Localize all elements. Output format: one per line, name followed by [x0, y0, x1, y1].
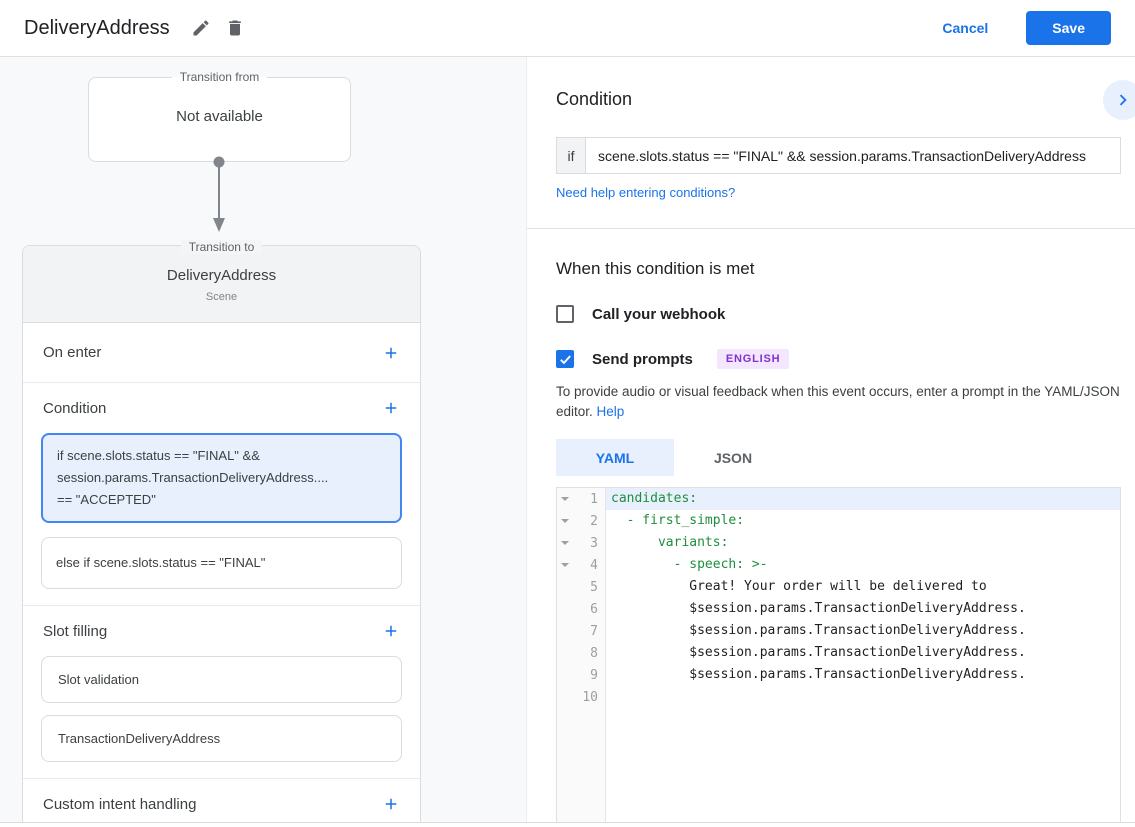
- line-number: 4: [590, 557, 598, 573]
- fold-arrow-icon[interactable]: [557, 559, 573, 571]
- condition-expression-input[interactable]: scene.slots.status == "FINAL" && session…: [585, 137, 1121, 174]
- condition-item-selected[interactable]: if scene.slots.status == "FINAL" && sess…: [41, 433, 402, 523]
- code-line[interactable]: Great! Your order will be delivered to: [611, 579, 987, 594]
- transition-from-value: Not available: [176, 108, 263, 125]
- transition-to-card: DeliveryAddress Scene On enter Condition: [22, 245, 421, 822]
- code-line[interactable]: - first_simple:: [611, 513, 745, 528]
- editor-gutter: 1 2 3 4 5 6 7 8 9 10: [557, 488, 606, 822]
- code-line[interactable]: $session.params.TransactionDeliveryAddre…: [611, 645, 1026, 660]
- when-met-heading: When this condition is met: [556, 259, 755, 278]
- plus-icon: [382, 344, 400, 362]
- plus-icon: [382, 795, 400, 813]
- add-slot-button[interactable]: [382, 622, 400, 640]
- slot-filling-label: Slot filling: [43, 622, 108, 640]
- send-prompts-label: Send prompts: [592, 350, 693, 368]
- code-line[interactable]: - speech: >-: [611, 557, 768, 572]
- scene-card-header: DeliveryAddress Scene: [23, 246, 420, 323]
- chevron-right-icon: [1112, 89, 1134, 111]
- page-title: DeliveryAddress: [24, 16, 170, 39]
- plus-icon: [382, 622, 400, 640]
- condition-section: Condition if scene.slots.status == "FINA…: [23, 383, 420, 606]
- fold-arrow-icon[interactable]: [557, 493, 573, 505]
- custom-intent-row: Custom intent handling: [23, 779, 420, 822]
- save-button[interactable]: Save: [1026, 11, 1111, 45]
- check-icon: [558, 352, 573, 367]
- cancel-button[interactable]: Cancel: [942, 20, 989, 36]
- editor-tabs: YAML JSON: [556, 439, 1121, 476]
- line-number: 1: [590, 491, 598, 507]
- slot-validation-item[interactable]: Slot validation: [41, 656, 402, 703]
- scene-name: DeliveryAddress: [166, 267, 277, 284]
- call-webhook-checkbox[interactable]: [556, 305, 574, 323]
- call-webhook-label: Call your webhook: [592, 305, 726, 323]
- send-prompts-checkbox[interactable]: [556, 350, 574, 368]
- code-line[interactable]: $session.params.TransactionDeliveryAddre…: [611, 601, 1026, 616]
- transition-from-box: Transition from Not available: [88, 70, 351, 162]
- code-line[interactable]: $session.params.TransactionDeliveryAddre…: [611, 623, 1026, 638]
- slot-filling-section: Slot filling Slot validation Transaction…: [23, 606, 420, 779]
- trash-icon: [225, 18, 245, 38]
- condition-heading: Condition: [556, 89, 633, 109]
- editor-code-area[interactable]: candidates: - first_simple: variants: - …: [606, 488, 1120, 822]
- line-number: 6: [590, 601, 598, 617]
- line-number: 8: [590, 645, 598, 661]
- fold-arrow-icon[interactable]: [557, 515, 573, 527]
- flow-panel: Transition from Not available Transition…: [0, 57, 527, 822]
- condition-help-link[interactable]: Need help entering conditions?: [556, 185, 736, 200]
- condition-item-else[interactable]: else if scene.slots.status == "FINAL": [41, 537, 402, 589]
- tab-json[interactable]: JSON: [713, 449, 753, 466]
- scene-type-label: Scene: [205, 291, 238, 303]
- slot-item[interactable]: TransactionDeliveryAddress: [41, 715, 402, 762]
- condition-section-label: Condition: [43, 399, 107, 417]
- line-number: 9: [590, 667, 598, 683]
- add-on-enter-button[interactable]: [382, 344, 400, 362]
- send-prompts-row: Send prompts ENGLISH: [556, 349, 1121, 369]
- code-line[interactable]: candidates:: [606, 488, 1120, 510]
- collapse-panel-button[interactable]: [1103, 80, 1135, 120]
- on-enter-label: On enter: [43, 344, 102, 361]
- language-badge: ENGLISH: [716, 349, 790, 369]
- prompts-help-link[interactable]: Help: [596, 404, 625, 419]
- delete-scene-button[interactable]: [218, 11, 252, 45]
- bottom-divider: [0, 822, 1135, 823]
- line-number: 7: [590, 623, 598, 639]
- fold-arrow-icon[interactable]: [557, 537, 573, 549]
- code-line[interactable]: $session.params.TransactionDeliveryAddre…: [611, 667, 1026, 682]
- edit-scene-button[interactable]: [184, 11, 218, 45]
- top-bar: DeliveryAddress Cancel Save: [0, 0, 1135, 57]
- add-condition-button[interactable]: [382, 399, 400, 417]
- line-number: 3: [590, 535, 598, 551]
- line-number: 2: [590, 513, 598, 529]
- section-divider: [527, 228, 1135, 229]
- on-enter-row: On enter: [23, 323, 420, 383]
- transition-to-legend: Transition to: [22, 238, 421, 256]
- pencil-icon: [191, 18, 211, 38]
- code-line[interactable]: [606, 686, 1120, 708]
- condition-detail-panel: Condition if scene.slots.status == "FINA…: [527, 57, 1135, 822]
- prompts-description-text: To provide audio or visual feedback when…: [556, 384, 1120, 419]
- webhook-row: Call your webhook: [556, 305, 1121, 323]
- transition-from-legend: Transition from: [179, 70, 260, 84]
- tab-yaml[interactable]: YAML: [556, 439, 674, 476]
- flow-arrow-icon: [213, 156, 225, 232]
- yaml-editor: 1 2 3 4 5 6 7 8 9 10 candidates: - first…: [556, 487, 1121, 822]
- condition-expression-row: if scene.slots.status == "FINAL" && sess…: [556, 137, 1121, 174]
- plus-icon: [382, 399, 400, 417]
- prompts-description: To provide audio or visual feedback when…: [556, 382, 1121, 422]
- code-line[interactable]: variants:: [611, 535, 729, 550]
- custom-intent-label: Custom intent handling: [43, 795, 197, 813]
- if-prefix-label: if: [556, 137, 585, 174]
- line-number: 5: [590, 579, 598, 595]
- line-number: 10: [582, 689, 598, 705]
- add-custom-intent-button[interactable]: [382, 795, 400, 813]
